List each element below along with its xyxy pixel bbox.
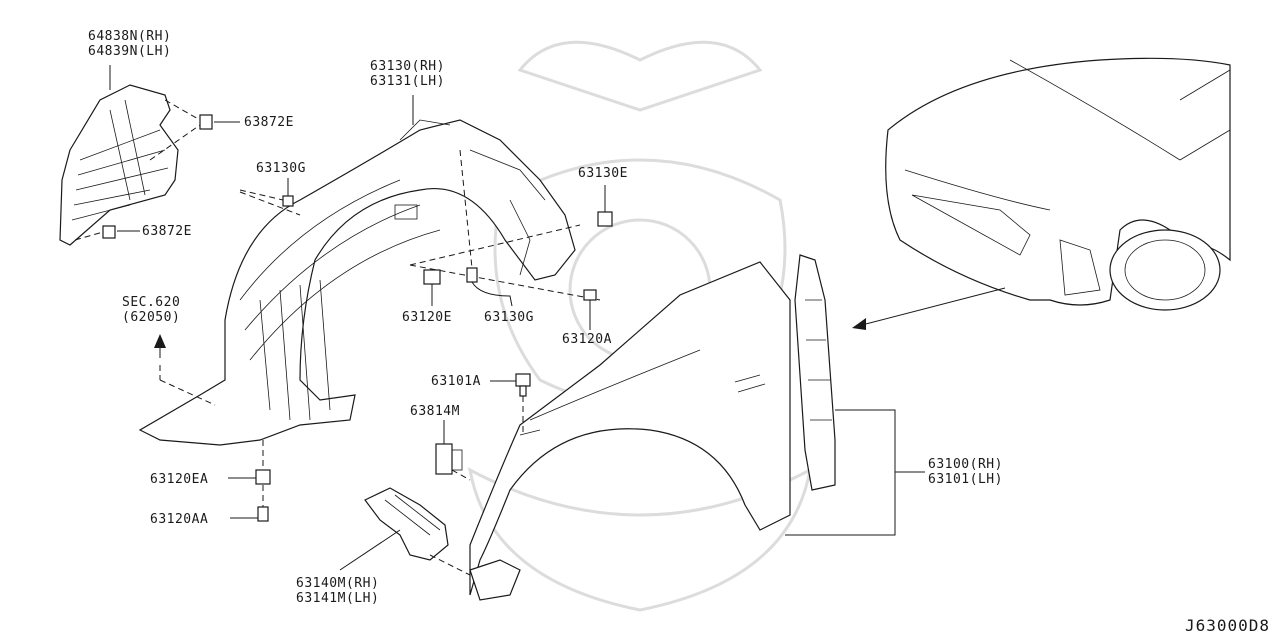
clip-63120aa: [230, 485, 269, 522]
leader-63100: [785, 409, 896, 536]
label-63872e-top: 63872E: [244, 115, 294, 130]
clip-63130e: [597, 211, 613, 227]
label-63814m: 63814M: [410, 404, 460, 419]
diagram-code: J63000D8: [1184, 616, 1270, 635]
label-63100: 63100(RH)63101(LH): [928, 457, 1003, 487]
clip-63130g-top: [282, 195, 294, 207]
label-63101a: 63101A: [431, 374, 481, 389]
label-63120a: 63120A: [562, 332, 612, 347]
label-63120ea: 63120EA: [150, 472, 209, 487]
label-63120aa: 63120AA: [150, 512, 209, 527]
fender-bracket-part: [794, 254, 836, 491]
car-body-illustration: [885, 57, 1231, 311]
clip-63120e: [423, 269, 441, 306]
clip-63120ea: [228, 440, 271, 485]
label-63120e: 63120E: [402, 310, 452, 325]
label-63872e-bottom: 63872E: [142, 224, 192, 239]
seal-63814m: [435, 420, 471, 481]
label-63130: 63130(RH)63131(LH): [370, 59, 445, 89]
front-fender-part: [469, 261, 791, 596]
label-63140m: 63140M(RH)63141M(LH): [296, 576, 380, 606]
label-64838n: 64838N(RH)64839N(LH): [88, 29, 172, 59]
label-63130g-top: 63130G: [256, 161, 306, 176]
label-63130g-bottom: 63130G: [484, 310, 534, 325]
up-arrow-icon: [154, 334, 166, 348]
arrow-head-icon: [852, 318, 866, 330]
clip-63872e-top: [199, 114, 240, 130]
splash-shield-part: [59, 84, 179, 246]
clip-63130g-bottom: [459, 149, 513, 307]
bracket-63140m: [339, 487, 521, 601]
assembly-arrow: [857, 287, 1006, 327]
bolt-63101a: [490, 373, 531, 432]
label-sec620: SEC.620(62050): [122, 295, 181, 325]
clip-63872e-bottom: [102, 225, 140, 239]
fender-liner-part: [138, 119, 576, 446]
label-63130e: 63130E: [578, 166, 628, 181]
clip-63120a: [583, 289, 597, 330]
